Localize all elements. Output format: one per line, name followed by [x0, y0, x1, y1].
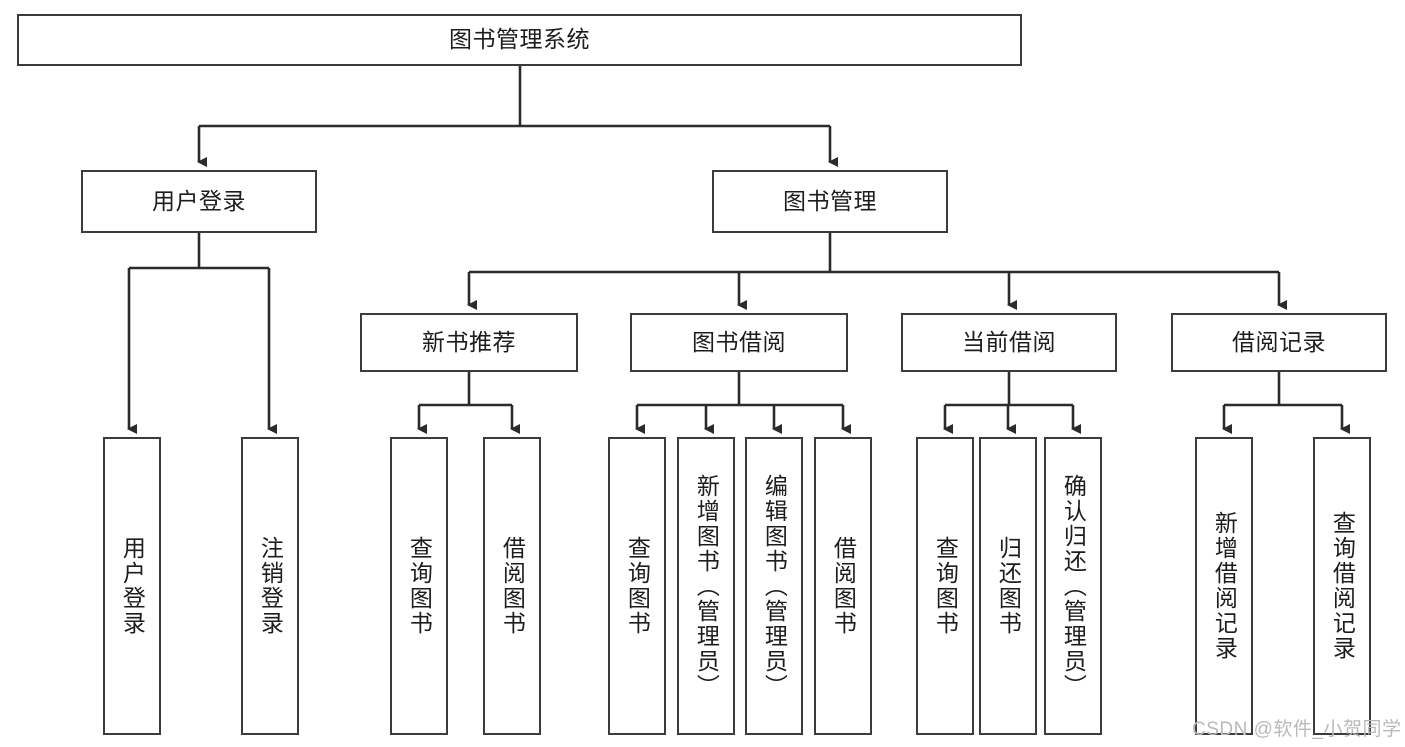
- node-borrow-record-label: 借阅记录: [1232, 328, 1326, 355]
- node-book-borrow-label: 图书借阅: [692, 328, 786, 355]
- node-current-borrow-label: 当前借阅: [962, 328, 1056, 355]
- node-leaf-confirm-return[interactable]: 确认归还（管理员）: [1044, 437, 1102, 735]
- node-book-manage-label: 图书管理: [783, 187, 877, 214]
- node-root[interactable]: 图书管理系统: [17, 14, 1022, 66]
- node-leaf-query-book-1[interactable]: 查询图书: [390, 437, 448, 735]
- node-leaf-user-login[interactable]: 用户登录: [103, 437, 161, 735]
- node-leaf-add-book-label: 新增图书（管理员）: [693, 473, 720, 699]
- node-leaf-borrow-book-1[interactable]: 借阅图书: [483, 437, 541, 735]
- node-leaf-query-book-2-label: 查询图书: [624, 536, 651, 636]
- node-borrow-record[interactable]: 借阅记录: [1171, 313, 1387, 372]
- node-leaf-borrow-book-1-label: 借阅图书: [499, 536, 526, 636]
- node-leaf-edit-book-label: 编辑图书（管理员）: [761, 473, 788, 699]
- node-new-book-recommend[interactable]: 新书推荐: [360, 313, 578, 372]
- node-new-book-recommend-label: 新书推荐: [422, 328, 516, 355]
- node-leaf-borrow-book-2-label: 借阅图书: [830, 536, 857, 636]
- node-leaf-query-record[interactable]: 查询借阅记录: [1313, 437, 1371, 735]
- node-leaf-query-book-2[interactable]: 查询图书: [608, 437, 666, 735]
- node-user-login[interactable]: 用户登录: [81, 170, 317, 233]
- node-leaf-logout-login[interactable]: 注销登录: [241, 437, 299, 735]
- node-leaf-add-record[interactable]: 新增借阅记录: [1195, 437, 1253, 735]
- node-leaf-edit-book[interactable]: 编辑图书（管理员）: [745, 437, 803, 735]
- node-leaf-user-login-label: 用户登录: [119, 536, 146, 636]
- watermark-text: CSDN @软件_小贺同学: [1192, 719, 1402, 740]
- node-leaf-query-book-1-label: 查询图书: [406, 536, 433, 636]
- node-leaf-return-book-label: 归还图书: [995, 536, 1022, 636]
- node-leaf-query-book-3-label: 查询图书: [932, 536, 959, 636]
- node-leaf-borrow-book-2[interactable]: 借阅图书: [814, 437, 872, 735]
- node-leaf-query-book-3[interactable]: 查询图书: [916, 437, 974, 735]
- node-current-borrow[interactable]: 当前借阅: [901, 313, 1117, 372]
- node-book-borrow[interactable]: 图书借阅: [630, 313, 848, 372]
- node-leaf-add-record-label: 新增借阅记录: [1211, 511, 1238, 661]
- node-leaf-return-book[interactable]: 归还图书: [979, 437, 1037, 735]
- node-user-login-label: 用户登录: [152, 187, 246, 214]
- node-leaf-logout-login-label: 注销登录: [257, 536, 284, 636]
- node-root-label: 图书管理系统: [449, 26, 590, 53]
- node-leaf-confirm-return-label: 确认归还（管理员）: [1060, 473, 1087, 699]
- node-book-manage[interactable]: 图书管理: [712, 170, 948, 233]
- node-leaf-add-book[interactable]: 新增图书（管理员）: [677, 437, 735, 735]
- node-leaf-query-record-label: 查询借阅记录: [1329, 511, 1356, 661]
